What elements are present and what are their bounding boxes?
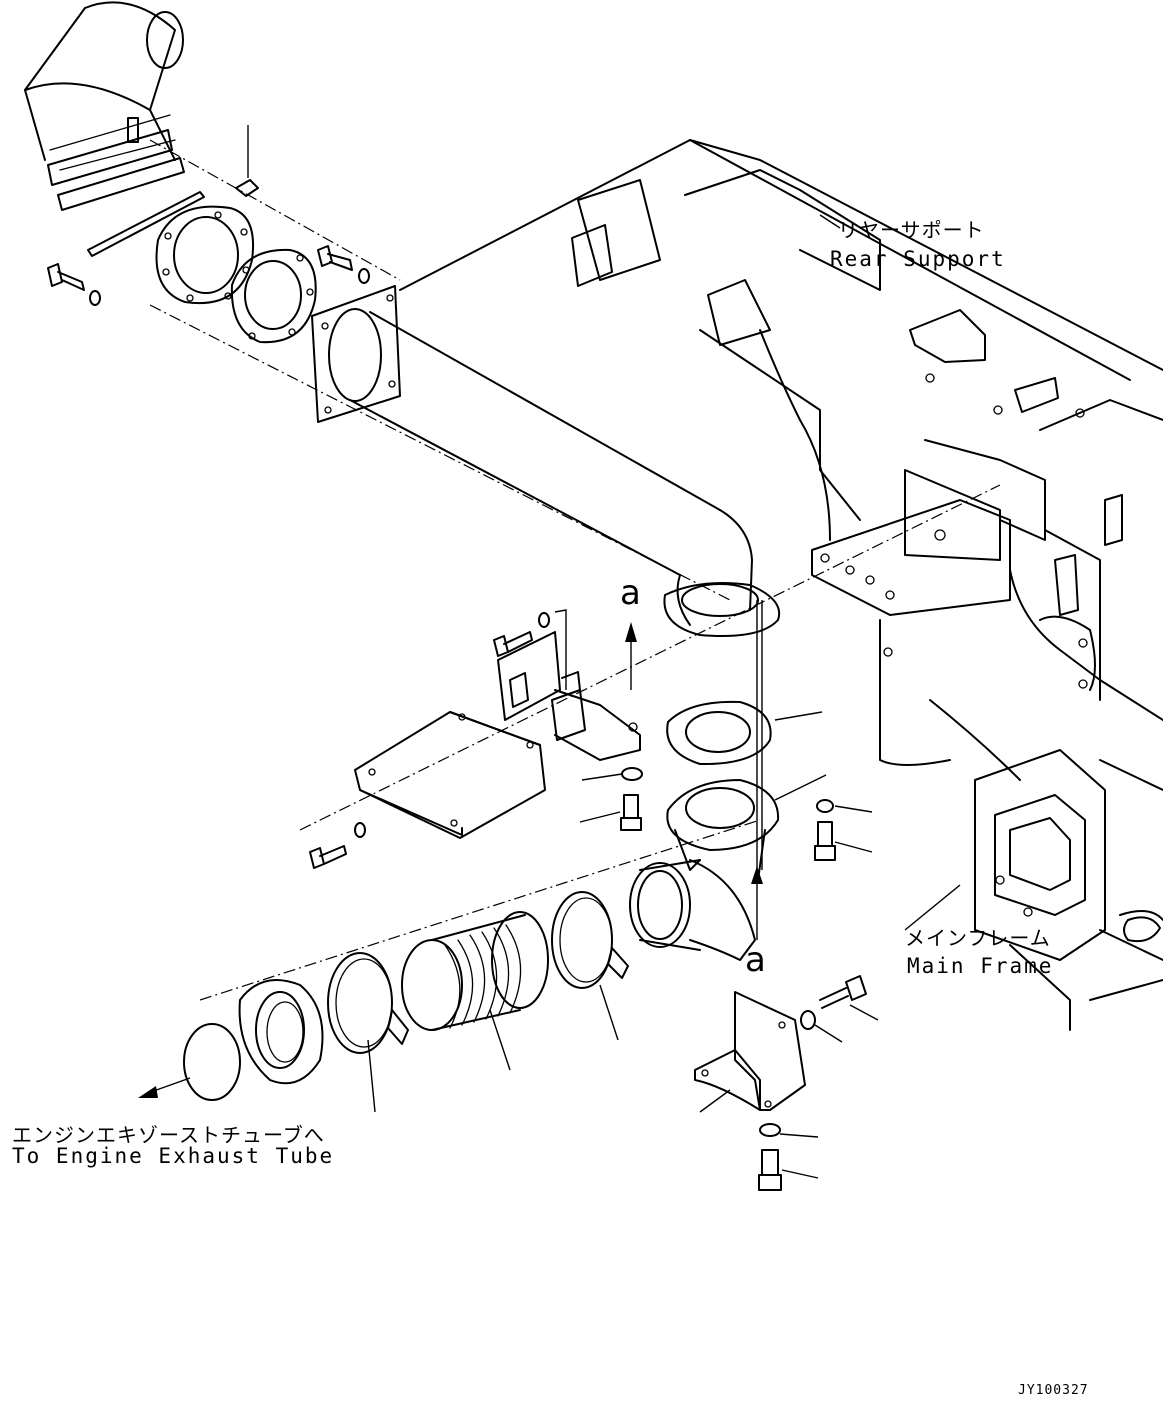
rear-support-label-jp: リヤーサポート xyxy=(838,218,985,242)
bolt-upper-left xyxy=(47,263,101,306)
gasket-strip xyxy=(87,191,205,257)
plug-fitting xyxy=(235,125,259,197)
rear-support-label-en: Rear Support xyxy=(830,247,1006,271)
section-mark-a-top: a xyxy=(620,573,641,613)
to-engine-arrow xyxy=(138,1077,191,1098)
bellows-hose xyxy=(401,911,549,1071)
gasket-lower-1 xyxy=(666,700,823,766)
elbow-flange-lower xyxy=(666,774,827,881)
rear-support-leader xyxy=(819,214,841,229)
bolt-right-2 xyxy=(819,975,879,1021)
washer-right-1 xyxy=(816,799,873,813)
flange-plate-1 xyxy=(155,205,254,305)
main-frame-structure xyxy=(399,139,1163,1031)
section-arrow-up xyxy=(625,622,637,690)
washer-right-2 xyxy=(800,1010,843,1043)
bottom-support-bracket xyxy=(694,991,806,1113)
bolt-lower-bracket xyxy=(309,822,366,869)
bolt-frame-top xyxy=(317,245,370,284)
bolt-bottom xyxy=(758,1149,819,1191)
drawing-code: JY100327 xyxy=(1018,1383,1089,1398)
bolt-mid-1 xyxy=(579,794,642,831)
clamp-right xyxy=(551,891,629,1041)
main-frame-leader xyxy=(904,884,961,931)
upper-mount-bracket xyxy=(497,631,641,761)
bolt-upper-bracket xyxy=(493,609,567,690)
upper-elbow-pipe xyxy=(24,1,185,211)
long-exhaust-pipe xyxy=(311,285,781,637)
bolt-right-1 xyxy=(814,821,873,861)
lower-flat-bracket xyxy=(354,711,546,839)
centerline-lower xyxy=(199,819,761,1001)
engine-tube-label-en: To Engine Exhaust Tube xyxy=(12,1144,335,1168)
section-mark-a-bottom: a xyxy=(745,940,766,980)
adapter-flange xyxy=(238,979,324,1085)
washer-mid-1 xyxy=(581,767,643,781)
clamp-left xyxy=(327,952,409,1113)
main-frame-label-en: Main Frame xyxy=(907,954,1054,978)
flange-gasket-2 xyxy=(230,248,317,344)
centerline-flange xyxy=(149,139,401,281)
centerline-upper xyxy=(149,304,731,601)
main-frame-label-jp: メインフレーム xyxy=(905,926,1051,950)
seal-ring xyxy=(183,1023,241,1101)
section-arrow-down xyxy=(751,866,763,940)
vertical-axis-line xyxy=(756,600,763,870)
washer-bottom xyxy=(759,1123,819,1138)
engine-tube-label-jp: エンジンエキゾーストチューブへ xyxy=(12,1123,325,1147)
centerline-bracket xyxy=(299,484,1001,831)
lower-elbow-pipe xyxy=(629,859,756,961)
